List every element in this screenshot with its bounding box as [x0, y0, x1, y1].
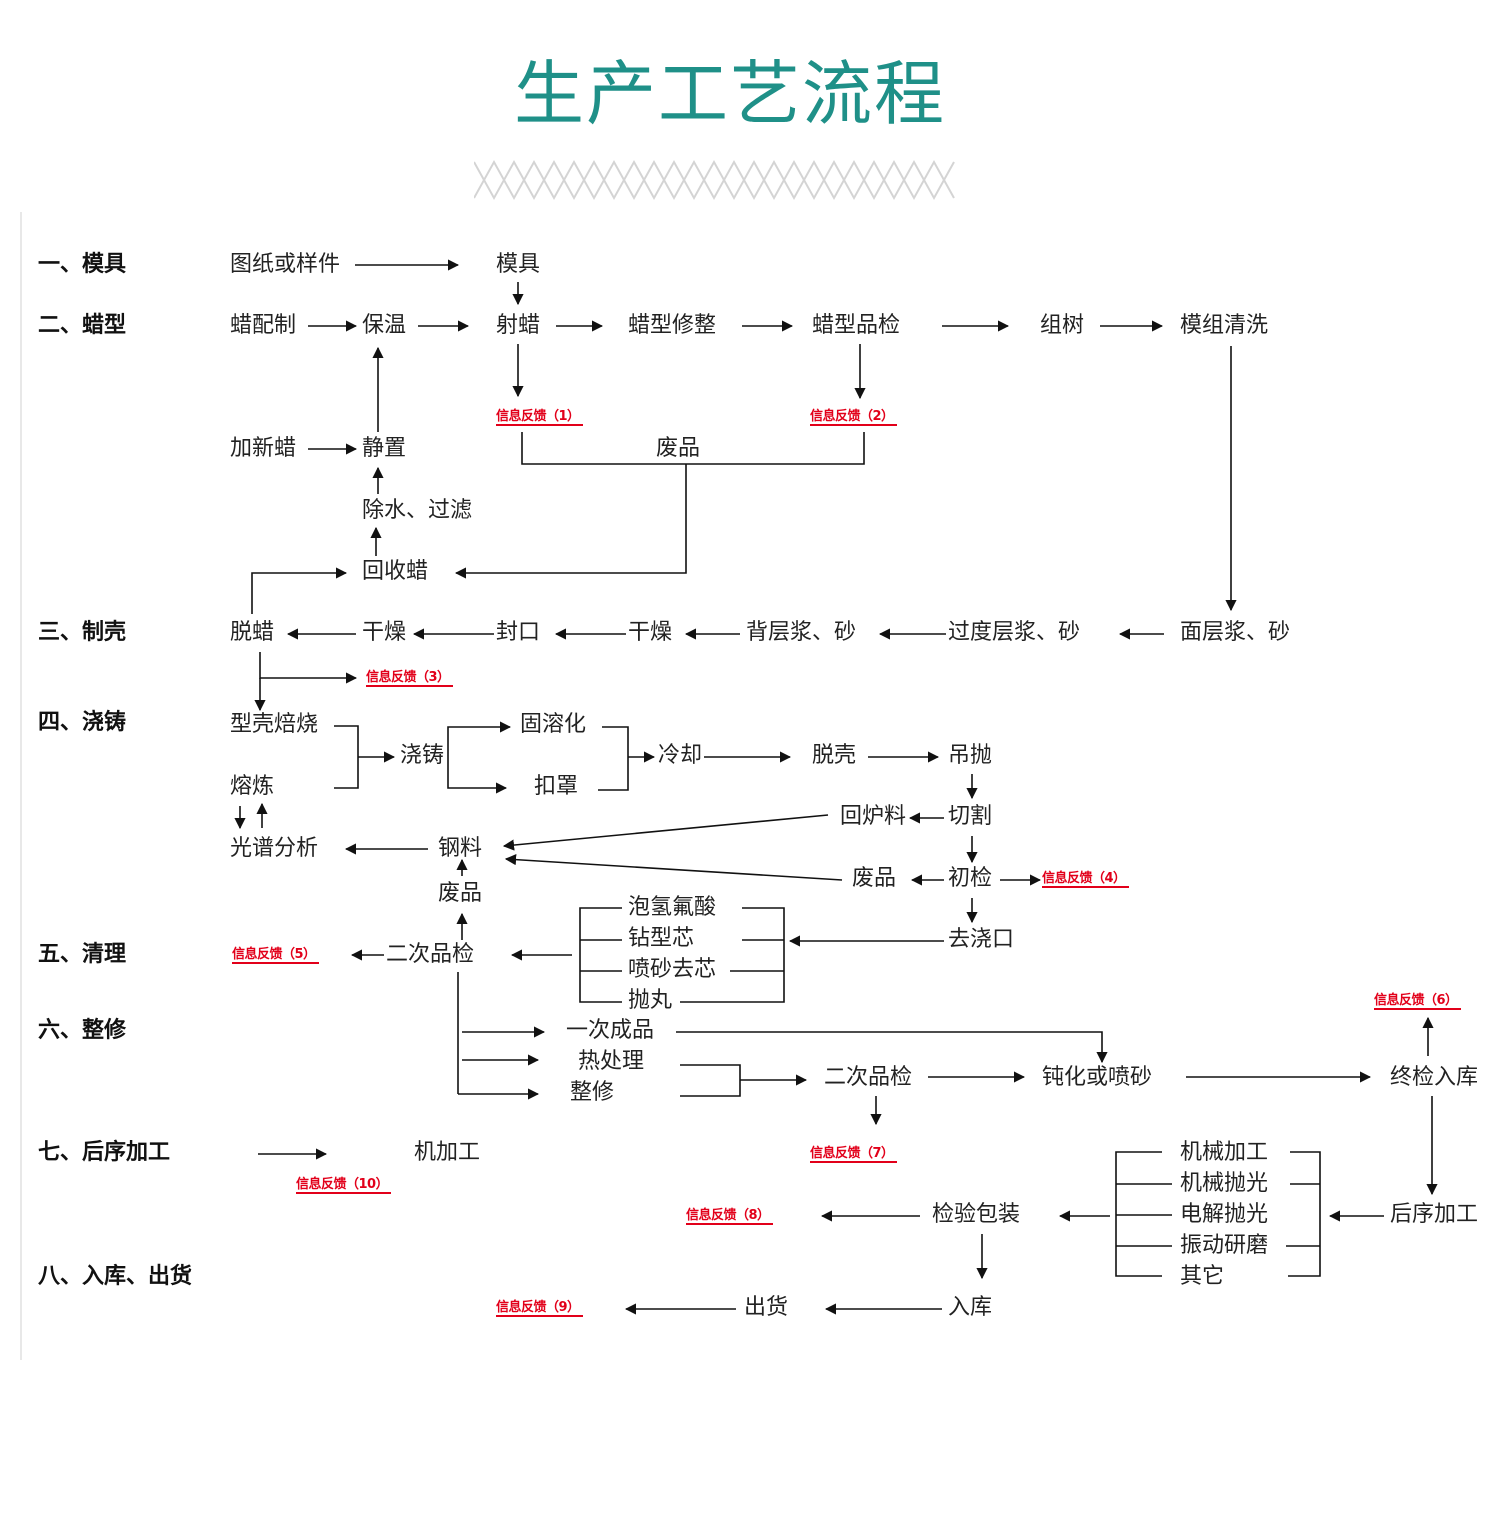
- arrow-tuola-fb3: [259, 652, 358, 684]
- feedback-1: 信息反馈（1）: [496, 410, 583, 426]
- feedback-2: 信息反馈（2）: [810, 410, 897, 426]
- node-dianjie: 电解抛光: [1180, 1202, 1269, 1227]
- arrow-jiaozhu-gurong: [447, 721, 512, 757]
- node-chushui: 除水、过滤: [362, 498, 473, 523]
- node-jiaozhu: 浇铸: [400, 743, 445, 768]
- feedback-10: 信息反馈（10）: [296, 1178, 392, 1194]
- node-mozuqingxi: 模组清洗: [1180, 313, 1269, 338]
- stage-5: 五、清理: [38, 942, 127, 967]
- node-zhengxiu: 整修: [570, 1080, 615, 1105]
- stage-3: 三、制壳: [38, 620, 127, 645]
- bracket-feipin: [521, 432, 865, 465]
- node-zhendong: 振动研磨: [1180, 1233, 1269, 1258]
- node-ruku: 入库: [948, 1295, 993, 1320]
- node-jijiagong: 机加工: [414, 1140, 481, 1165]
- node-laxingpinjian: 蜡型品检: [812, 313, 901, 338]
- feedback-4: 信息反馈（4）: [1042, 872, 1129, 888]
- bracket-post-left: [1115, 1151, 1162, 1277]
- node-xingke: 型壳焙烧: [230, 712, 319, 737]
- node-lengque: 冷却: [658, 743, 703, 768]
- node-qujiaokou: 去浇口: [948, 927, 1015, 952]
- bracket-post-right: [1288, 1151, 1321, 1277]
- stage-1: 一、模具: [38, 252, 127, 277]
- node-feipin2: 废品: [438, 881, 483, 906]
- node-tuoke: 脱壳: [812, 743, 857, 768]
- node-chuhuo: 出货: [744, 1295, 789, 1320]
- node-gangliao: 钢料: [438, 836, 483, 861]
- node-ganzao1: 干燥: [362, 620, 407, 645]
- flowchart-frame: [20, 212, 1500, 1360]
- stage-8: 八、入库、出货: [38, 1264, 193, 1289]
- node-paowan: 抛丸: [628, 988, 673, 1013]
- node-zuanxing: 钻型芯: [628, 926, 695, 951]
- stage-4: 四、浇铸: [38, 710, 127, 735]
- bracket-xingke-ronglian: [334, 725, 359, 789]
- node-lapeizhi: 蜡配制: [230, 313, 297, 338]
- stage-7: 七、后序加工: [38, 1140, 171, 1165]
- node-guangpu: 光谱分析: [230, 836, 319, 861]
- feedback-3: 信息反馈（3）: [366, 671, 453, 687]
- feedback-8: 信息反馈（8）: [686, 1209, 773, 1225]
- decorative-zigzag-divider: [474, 159, 955, 201]
- node-chujian: 初检: [948, 866, 993, 891]
- arrow-feipin-huishou: [454, 464, 687, 579]
- arrow-jiaozhu-kouzhao: [447, 757, 508, 794]
- node-laxingxiuzheng: 蜡型修整: [628, 313, 717, 338]
- node-diaopao: 吊抛: [948, 743, 993, 768]
- node-paoqing: 泡氢氟酸: [628, 895, 717, 920]
- node-ronglian: 熔炼: [230, 774, 275, 799]
- stage-2: 二、蜡型: [38, 313, 127, 338]
- feedback-6: 信息反馈（6）: [1374, 994, 1461, 1010]
- arrow-yici-dunhua: [676, 1031, 1108, 1064]
- node-ercipinjian1: 二次品检: [386, 942, 475, 967]
- node-jingzhi: 静置: [362, 436, 407, 461]
- node-tuola: 脱蜡: [230, 620, 275, 645]
- node-gurong: 固溶化: [520, 712, 587, 737]
- node-qita: 其它: [1180, 1264, 1225, 1289]
- bracket-gurong-kouzhao: [598, 726, 629, 791]
- bracket-rechuli-zhengxiu: [680, 1064, 741, 1097]
- node-zhongjian: 终检入库: [1390, 1065, 1479, 1090]
- node-feipin1: 废品: [656, 436, 701, 461]
- node-yici: 一次成品: [566, 1018, 655, 1043]
- feedback-5: 信息反馈（5）: [232, 948, 319, 964]
- node-pensha: 喷砂去芯: [628, 957, 717, 982]
- node-dunhua: 钝化或喷砂: [1042, 1065, 1153, 1090]
- node-fengkou: 封口: [496, 620, 541, 645]
- node-ganzao2: 干燥: [628, 620, 673, 645]
- node-jianyan: 检验包装: [932, 1202, 1021, 1227]
- node-feipin3: 废品: [852, 866, 897, 891]
- node-shela: 射蜡: [496, 313, 541, 338]
- node-houxu: 后序加工: [1390, 1202, 1479, 1227]
- node-ercipinjian2: 二次品检: [824, 1065, 913, 1090]
- feedback-9: 信息反馈（9）: [496, 1301, 583, 1317]
- node-huishoula: 回收蜡: [362, 559, 429, 584]
- bracket-clean-left: [579, 907, 622, 1003]
- arrow-tuola-huishou: [251, 567, 348, 614]
- node-huilu: 回炉料: [840, 804, 907, 829]
- node-tuzhi: 图纸或样件: [230, 252, 341, 277]
- node-zushu: 组树: [1040, 313, 1085, 338]
- node-mianceng: 面层浆、砂: [1180, 620, 1291, 645]
- node-jixiejiagong: 机械加工: [1180, 1140, 1269, 1165]
- node-moju: 模具: [496, 252, 541, 277]
- arrow-feipin-gangliao: [504, 854, 843, 881]
- stage-6: 六、整修: [38, 1018, 127, 1043]
- node-qiege: 切割: [948, 804, 993, 829]
- node-jiaxinla: 加新蜡: [230, 436, 297, 461]
- node-beiceng: 背层浆、砂: [746, 620, 857, 645]
- node-kouzhao: 扣罩: [534, 774, 579, 799]
- arrow-huilu-gangliao: [502, 814, 829, 851]
- node-guodu: 过度层浆、砂: [948, 620, 1081, 645]
- page-title: 生产工艺流程: [514, 53, 946, 135]
- node-jixiepaoguang: 机械抛光: [1180, 1171, 1269, 1196]
- feedback-7: 信息反馈（7）: [810, 1147, 897, 1163]
- node-baowen: 保温: [362, 313, 407, 338]
- bracket-clean-right: [680, 907, 785, 1003]
- node-rechuli: 热处理: [578, 1049, 645, 1074]
